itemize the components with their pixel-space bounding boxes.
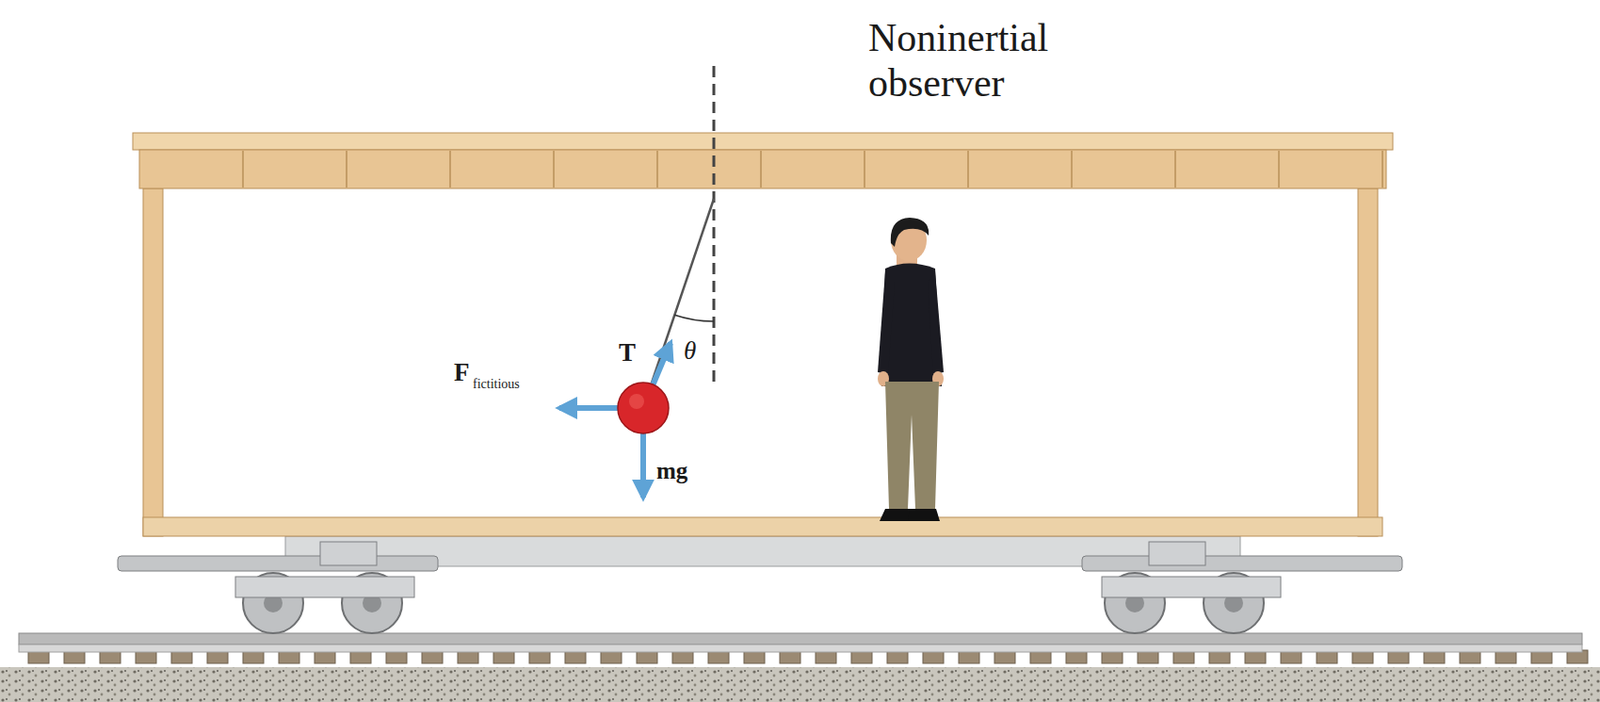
force-subscript: fictitious — [472, 376, 520, 391]
gravel — [0, 666, 1600, 702]
angle-arc — [674, 314, 714, 322]
wheel-truck-left — [117, 541, 438, 633]
wheel-truck-right — [1082, 541, 1403, 633]
roof-beam — [139, 149, 1387, 189]
pendulum-bob — [617, 382, 669, 434]
angle-label: θ — [683, 337, 696, 366]
pendulum-string — [643, 198, 714, 408]
right-post — [1357, 188, 1378, 536]
rail — [18, 632, 1583, 645]
weight-label: mg — [656, 457, 688, 485]
roof-cap — [132, 132, 1393, 150]
vertical-reference — [712, 65, 716, 383]
roof-planks — [242, 150, 1383, 188]
tension-label: T — [618, 339, 636, 368]
left-post — [143, 188, 163, 536]
observer-person — [877, 217, 944, 521]
observer-caption: Noninertial observer — [868, 15, 1151, 107]
bob-highlight — [629, 393, 645, 409]
floor-beam — [143, 517, 1383, 536]
rail-base — [18, 644, 1583, 652]
force-label: F — [453, 358, 470, 388]
